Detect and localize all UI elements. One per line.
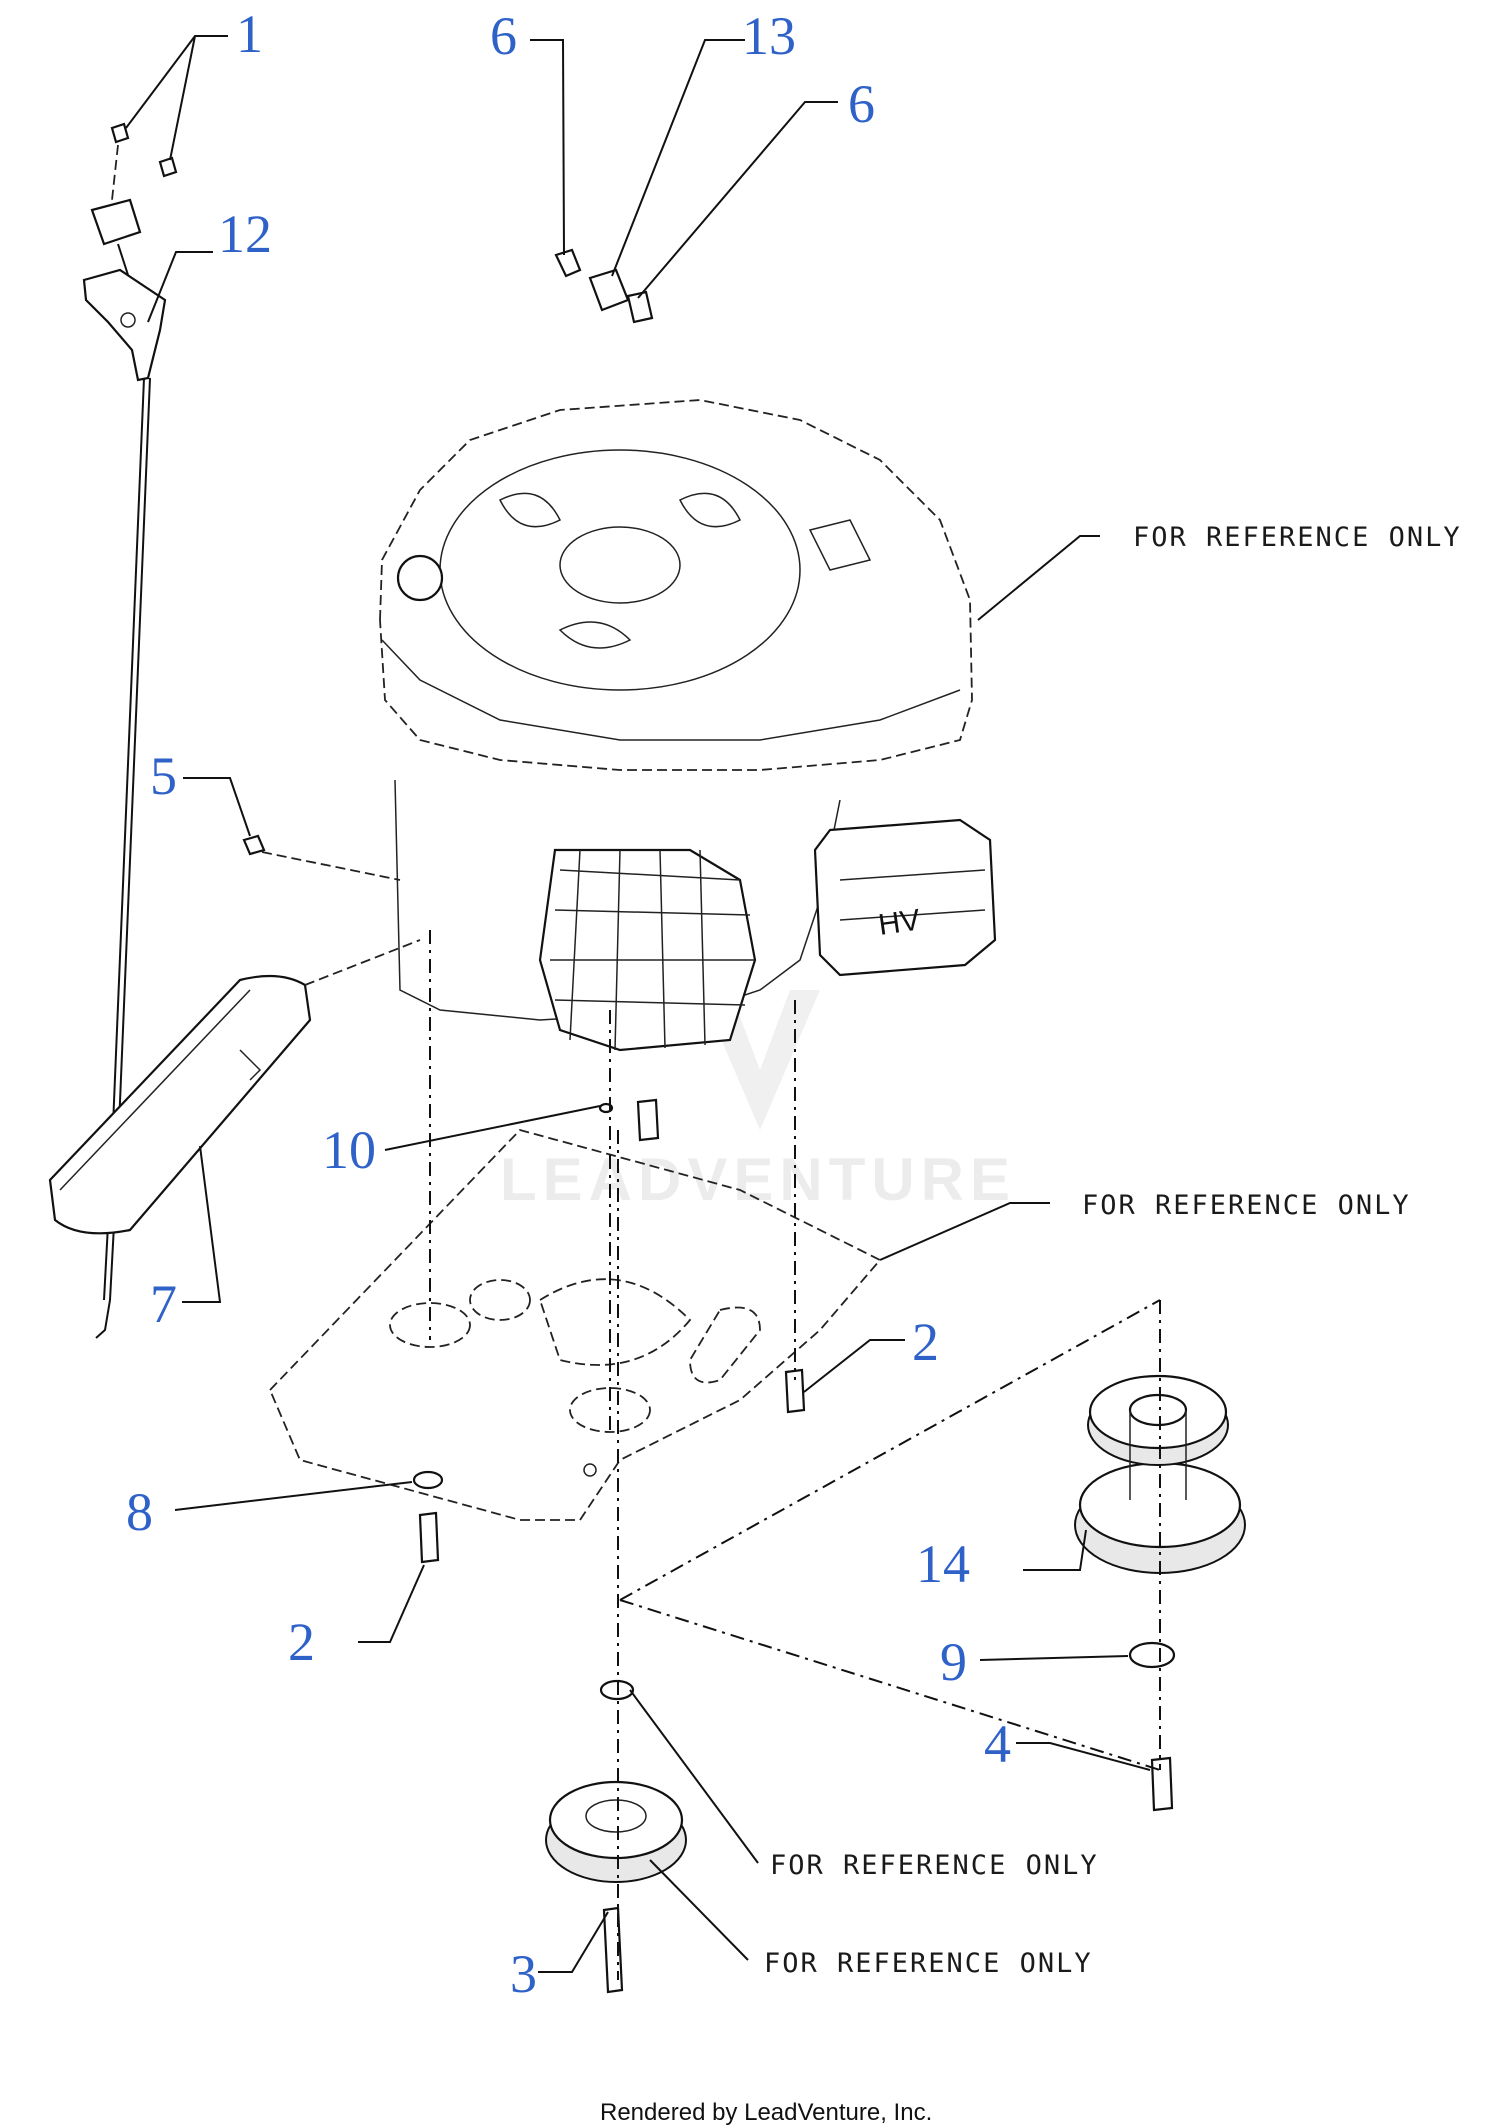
svg-text:HV: HV xyxy=(876,903,922,941)
callout-10: 10 xyxy=(322,1120,376,1180)
bushing-clamp-parts xyxy=(554,248,654,324)
callout-7: 7 xyxy=(150,1274,177,1334)
callout-9: 9 xyxy=(940,1632,967,1692)
callout-2-right: 2 xyxy=(912,1312,939,1372)
callout-5: 5 xyxy=(150,746,177,806)
screw-parts-1 xyxy=(110,122,178,201)
shield-part-7 xyxy=(48,939,421,1235)
engine-plate-reference-part xyxy=(268,1128,882,1521)
callout-6-left: 6 xyxy=(490,6,517,66)
callout-2-left: 2 xyxy=(288,1612,315,1672)
nut-part-5 xyxy=(242,834,401,881)
reference-label-engine: FOR REFERENCE ONLY xyxy=(1133,522,1462,553)
throttle-lever-part xyxy=(82,198,167,1339)
leader-lines xyxy=(125,35,1151,1973)
callout-4: 4 xyxy=(984,1714,1011,1774)
callout-13: 13 xyxy=(742,6,796,66)
callout-8: 8 xyxy=(126,1482,153,1542)
lower-pulley-reference-part xyxy=(545,1780,687,1883)
bolt-parts xyxy=(412,1098,1176,1994)
reference-label-plate: FOR REFERENCE ONLY xyxy=(1082,1190,1411,1221)
reference-label-washer: FOR REFERENCE ONLY xyxy=(770,1850,1099,1881)
callout-3: 3 xyxy=(510,1944,537,2004)
callout-6-right: 6 xyxy=(848,74,875,134)
watermark-text: LEADVENTURE xyxy=(500,1146,1016,1213)
callout-14: 14 xyxy=(916,1534,970,1594)
footer-credit: Rendered by LeadVenture, Inc. xyxy=(600,2099,932,2126)
engine-reference-part: HV xyxy=(379,399,997,1052)
reference-label-pulley: FOR REFERENCE ONLY xyxy=(764,1948,1093,1979)
callout-12: 12 xyxy=(218,204,272,264)
callout-1: 1 xyxy=(236,4,263,64)
center-lines xyxy=(429,930,1161,1980)
